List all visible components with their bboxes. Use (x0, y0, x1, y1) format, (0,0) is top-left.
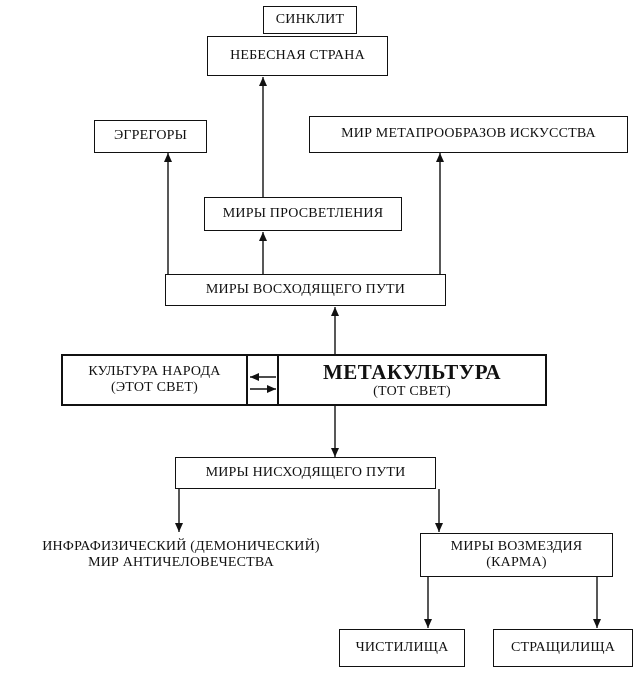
node-strashilishcha-label: СТРАЩИЛИЩА (510, 639, 616, 655)
node-chistilishcha: ЧИСТИЛИЩА (339, 629, 465, 667)
node-miry-prosvetleniya: МИРЫ ПРОСВЕТЛЕНИЯ (204, 197, 402, 231)
node-egregory: ЭГРЕГОРЫ (94, 120, 207, 153)
node-connector-cell (246, 354, 279, 406)
node-miry-niskhodyashchego-puti: МИРЫ НИСХОДЯЩЕГО ПУТИ (175, 457, 436, 489)
node-infrafizicheskiy-line1: ИНФРАФИЗИЧЕСКИЙ (ДЕМОНИЧЕСКИЙ) (42, 538, 320, 554)
node-miry-voskhodyashchego-puti-label: МИРЫ ВОСХОДЯЩЕГО ПУТИ (205, 281, 406, 297)
node-kultura-naroda-line2: (ЭТОТ СВЕТ) (110, 380, 199, 395)
node-strashilishcha: СТРАЩИЛИЩА (493, 629, 633, 667)
node-chistilishcha-label: ЧИСТИЛИЩА (355, 639, 449, 655)
node-metakultura-line2: (ТОТ СВЕТ) (373, 384, 451, 400)
node-kultura-naroda-line1: КУЛЬТУРА НАРОДА (88, 363, 221, 379)
node-mir-metaproobrazov: МИР МЕТАПРООБРАЗОВ ИСКУССТВА (309, 116, 628, 153)
node-sinklit: СИНКЛИТ (263, 6, 357, 34)
node-miry-niskhodyashchego-puti-label: МИРЫ НИСХОДЯЩЕГО ПУТИ (205, 464, 406, 480)
node-infrafizicheskiy-line2: МИР АНТИЧЕЛОВЕЧЕСТВА (88, 555, 274, 570)
node-infrafizicheskiy-mir: ИНФРАФИЗИЧЕСКИЙ (ДЕМОНИЧЕСКИЙ) МИР АНТИЧ… (11, 533, 351, 577)
node-nebesnaya-strana-label: НЕБЕСНАЯ СТРАНА (230, 47, 365, 63)
node-metakultura-line1: МЕТАКУЛЬТУРА (322, 359, 502, 384)
node-metakultura: МЕТАКУЛЬТУРА (ТОТ СВЕТ) (277, 354, 547, 406)
node-miry-voskhodyashchego-puti: МИРЫ ВОСХОДЯЩЕГО ПУТИ (165, 274, 446, 306)
node-miry-vozmezdiya: МИРЫ ВОЗМЕЗДИЯ (КАРМА) (420, 533, 613, 577)
node-nebesnaya-strana: НЕБЕСНАЯ СТРАНА (207, 36, 388, 76)
node-sinklit-label: СИНКЛИТ (275, 11, 345, 27)
node-kultura-naroda: КУЛЬТУРА НАРОДА (ЭТОТ СВЕТ) (61, 354, 248, 406)
node-miry-vozmezdiya-line2: (КАРМА) (486, 555, 547, 570)
node-egregory-label: ЭГРЕГОРЫ (113, 128, 188, 144)
node-mir-metaproobrazov-label: МИР МЕТАПРООБРАЗОВ ИСКУССТВА (341, 126, 596, 142)
node-miry-prosvetleniya-label: МИРЫ ПРОСВЕТЛЕНИЯ (222, 205, 384, 221)
node-miry-vozmezdiya-line1: МИРЫ ВОЗМЕЗДИЯ (450, 538, 583, 554)
